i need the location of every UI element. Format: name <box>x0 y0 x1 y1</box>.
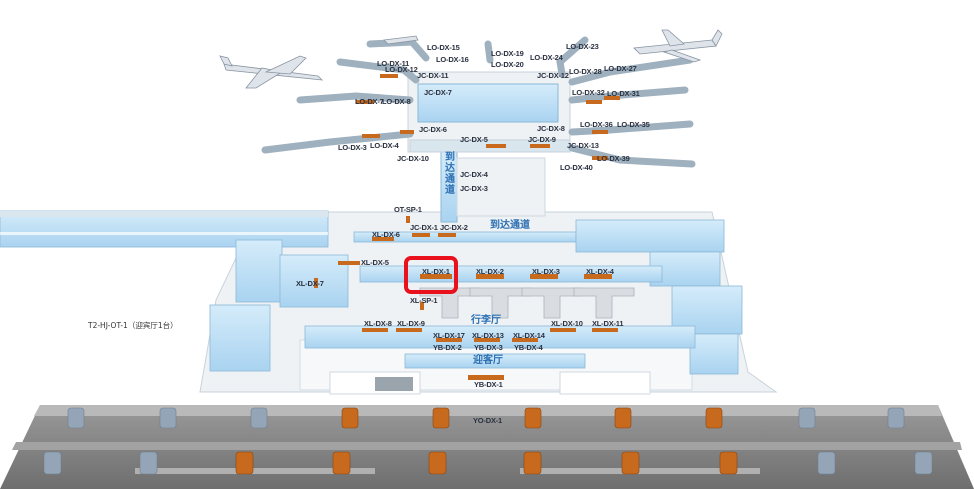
device-label[interactable]: JC-DX-1 <box>410 223 438 232</box>
device-label[interactable]: JC-DX-4 <box>460 170 488 179</box>
device-label[interactable]: OT-SP-1 <box>394 205 422 214</box>
device-label[interactable]: JC-DX-5 <box>460 135 488 144</box>
zone-arrival-corridor: 到达通道 <box>490 220 530 231</box>
device-label[interactable]: LO-DX-15 <box>427 43 460 52</box>
device-label[interactable]: LO-DX-7 <box>355 97 384 106</box>
bridge-counters <box>356 74 620 160</box>
airplane-icon <box>219 55 324 89</box>
device-label[interactable]: LO-DX-31 <box>607 89 640 98</box>
side-note: T2-HJ-OT-1（迎宾厅1台） <box>88 321 178 330</box>
device-label[interactable]: XL-DX-10 <box>551 319 583 328</box>
device-label[interactable]: XL-DX-7 <box>296 279 324 288</box>
device-label[interactable]: LO-DX-39 <box>597 154 630 163</box>
highlight-box <box>404 256 458 294</box>
device-label[interactable]: JC-DX-9 <box>528 135 556 144</box>
device-label[interactable]: JC-DX-7 <box>424 88 452 97</box>
device-label[interactable]: JC-DX-8 <box>537 124 565 133</box>
device-label[interactable]: XL-DX-9 <box>397 319 425 328</box>
arrival-corridor-vertical <box>440 149 546 223</box>
baggage-carousels <box>419 287 635 319</box>
device-label-xl-dx-1[interactable]: XL-DX-1 <box>422 267 450 276</box>
device-label[interactable]: LO-DX-36 <box>580 120 613 129</box>
device-label[interactable]: LO-DX-4 <box>370 141 399 150</box>
device-label[interactable]: XL-DX-11 <box>592 319 624 328</box>
device-label[interactable]: LO-DX-8 <box>382 97 411 106</box>
device-label[interactable]: XL-DX-14 <box>513 331 545 340</box>
device-label[interactable]: JC-DX-12 <box>537 71 569 80</box>
device-label[interactable]: YB-DX-1 <box>474 380 503 389</box>
device-label[interactable]: LO-DX-32 <box>572 88 605 97</box>
device-label[interactable]: LO-DX-23 <box>566 42 599 51</box>
upper-pier <box>407 71 571 153</box>
device-label[interactable]: JC-DX-2 <box>440 223 468 232</box>
device-label[interactable]: JC-DX-13 <box>567 141 599 150</box>
boarding-bridges <box>261 36 696 168</box>
device-label[interactable]: XL-DX-4 <box>586 267 614 276</box>
glass-rooms <box>209 219 743 375</box>
zone-baggage-hall: 行李厅 <box>471 315 501 326</box>
device-label[interactable]: XL-DX-13 <box>472 331 504 340</box>
device-label[interactable]: YO-DX-1 <box>473 416 503 425</box>
pillars <box>43 407 933 475</box>
device-label[interactable]: JC-DX-3 <box>460 184 488 193</box>
device-label[interactable]: XL-DX-3 <box>532 267 560 276</box>
device-label[interactable]: YB-DX-4 <box>514 343 543 352</box>
device-label[interactable]: LO-DX-12 <box>385 65 418 74</box>
device-label[interactable]: LO-DX-28 <box>569 67 602 76</box>
device-label[interactable]: YB-DX-2 <box>433 343 462 352</box>
zone-arrival-corridor-vertical: 到达通道 <box>445 152 455 196</box>
device-label[interactable]: JC-DX-6 <box>419 125 447 134</box>
device-label[interactable]: JC-DX-11 <box>417 71 449 80</box>
airplane-icon <box>383 35 419 45</box>
device-label[interactable]: YB-DX-3 <box>474 343 503 352</box>
airplane-icon <box>633 29 723 63</box>
device-label[interactable]: LO-DX-24 <box>530 53 563 62</box>
device-label[interactable]: XL-DX-17 <box>433 331 465 340</box>
device-label[interactable]: LO-DX-19 <box>491 49 524 58</box>
device-label[interactable]: LO-DX-3 <box>338 143 367 152</box>
device-label[interactable]: XL-DX-8 <box>364 319 392 328</box>
device-label[interactable]: XL-DX-6 <box>372 230 400 239</box>
device-label[interactable]: XL-SP-1 <box>410 296 438 305</box>
device-label[interactable]: LO-DX-27 <box>604 64 637 73</box>
device-label[interactable]: LO-DX-20 <box>491 60 524 69</box>
device-label[interactable]: JC-DX-10 <box>397 154 429 163</box>
device-markers <box>314 216 618 380</box>
device-label[interactable]: XL-DX-5 <box>361 258 389 267</box>
device-label[interactable]: XL-DX-2 <box>476 267 504 276</box>
device-label[interactable]: LO-DX-11 <box>377 59 410 68</box>
device-label[interactable]: LO-DX-16 <box>436 55 469 64</box>
device-label[interactable]: LO-DX-40 <box>560 163 593 172</box>
device-label[interactable]: LO-DX-35 <box>617 120 650 129</box>
zone-greeting-hall: 迎客厅 <box>473 355 503 366</box>
